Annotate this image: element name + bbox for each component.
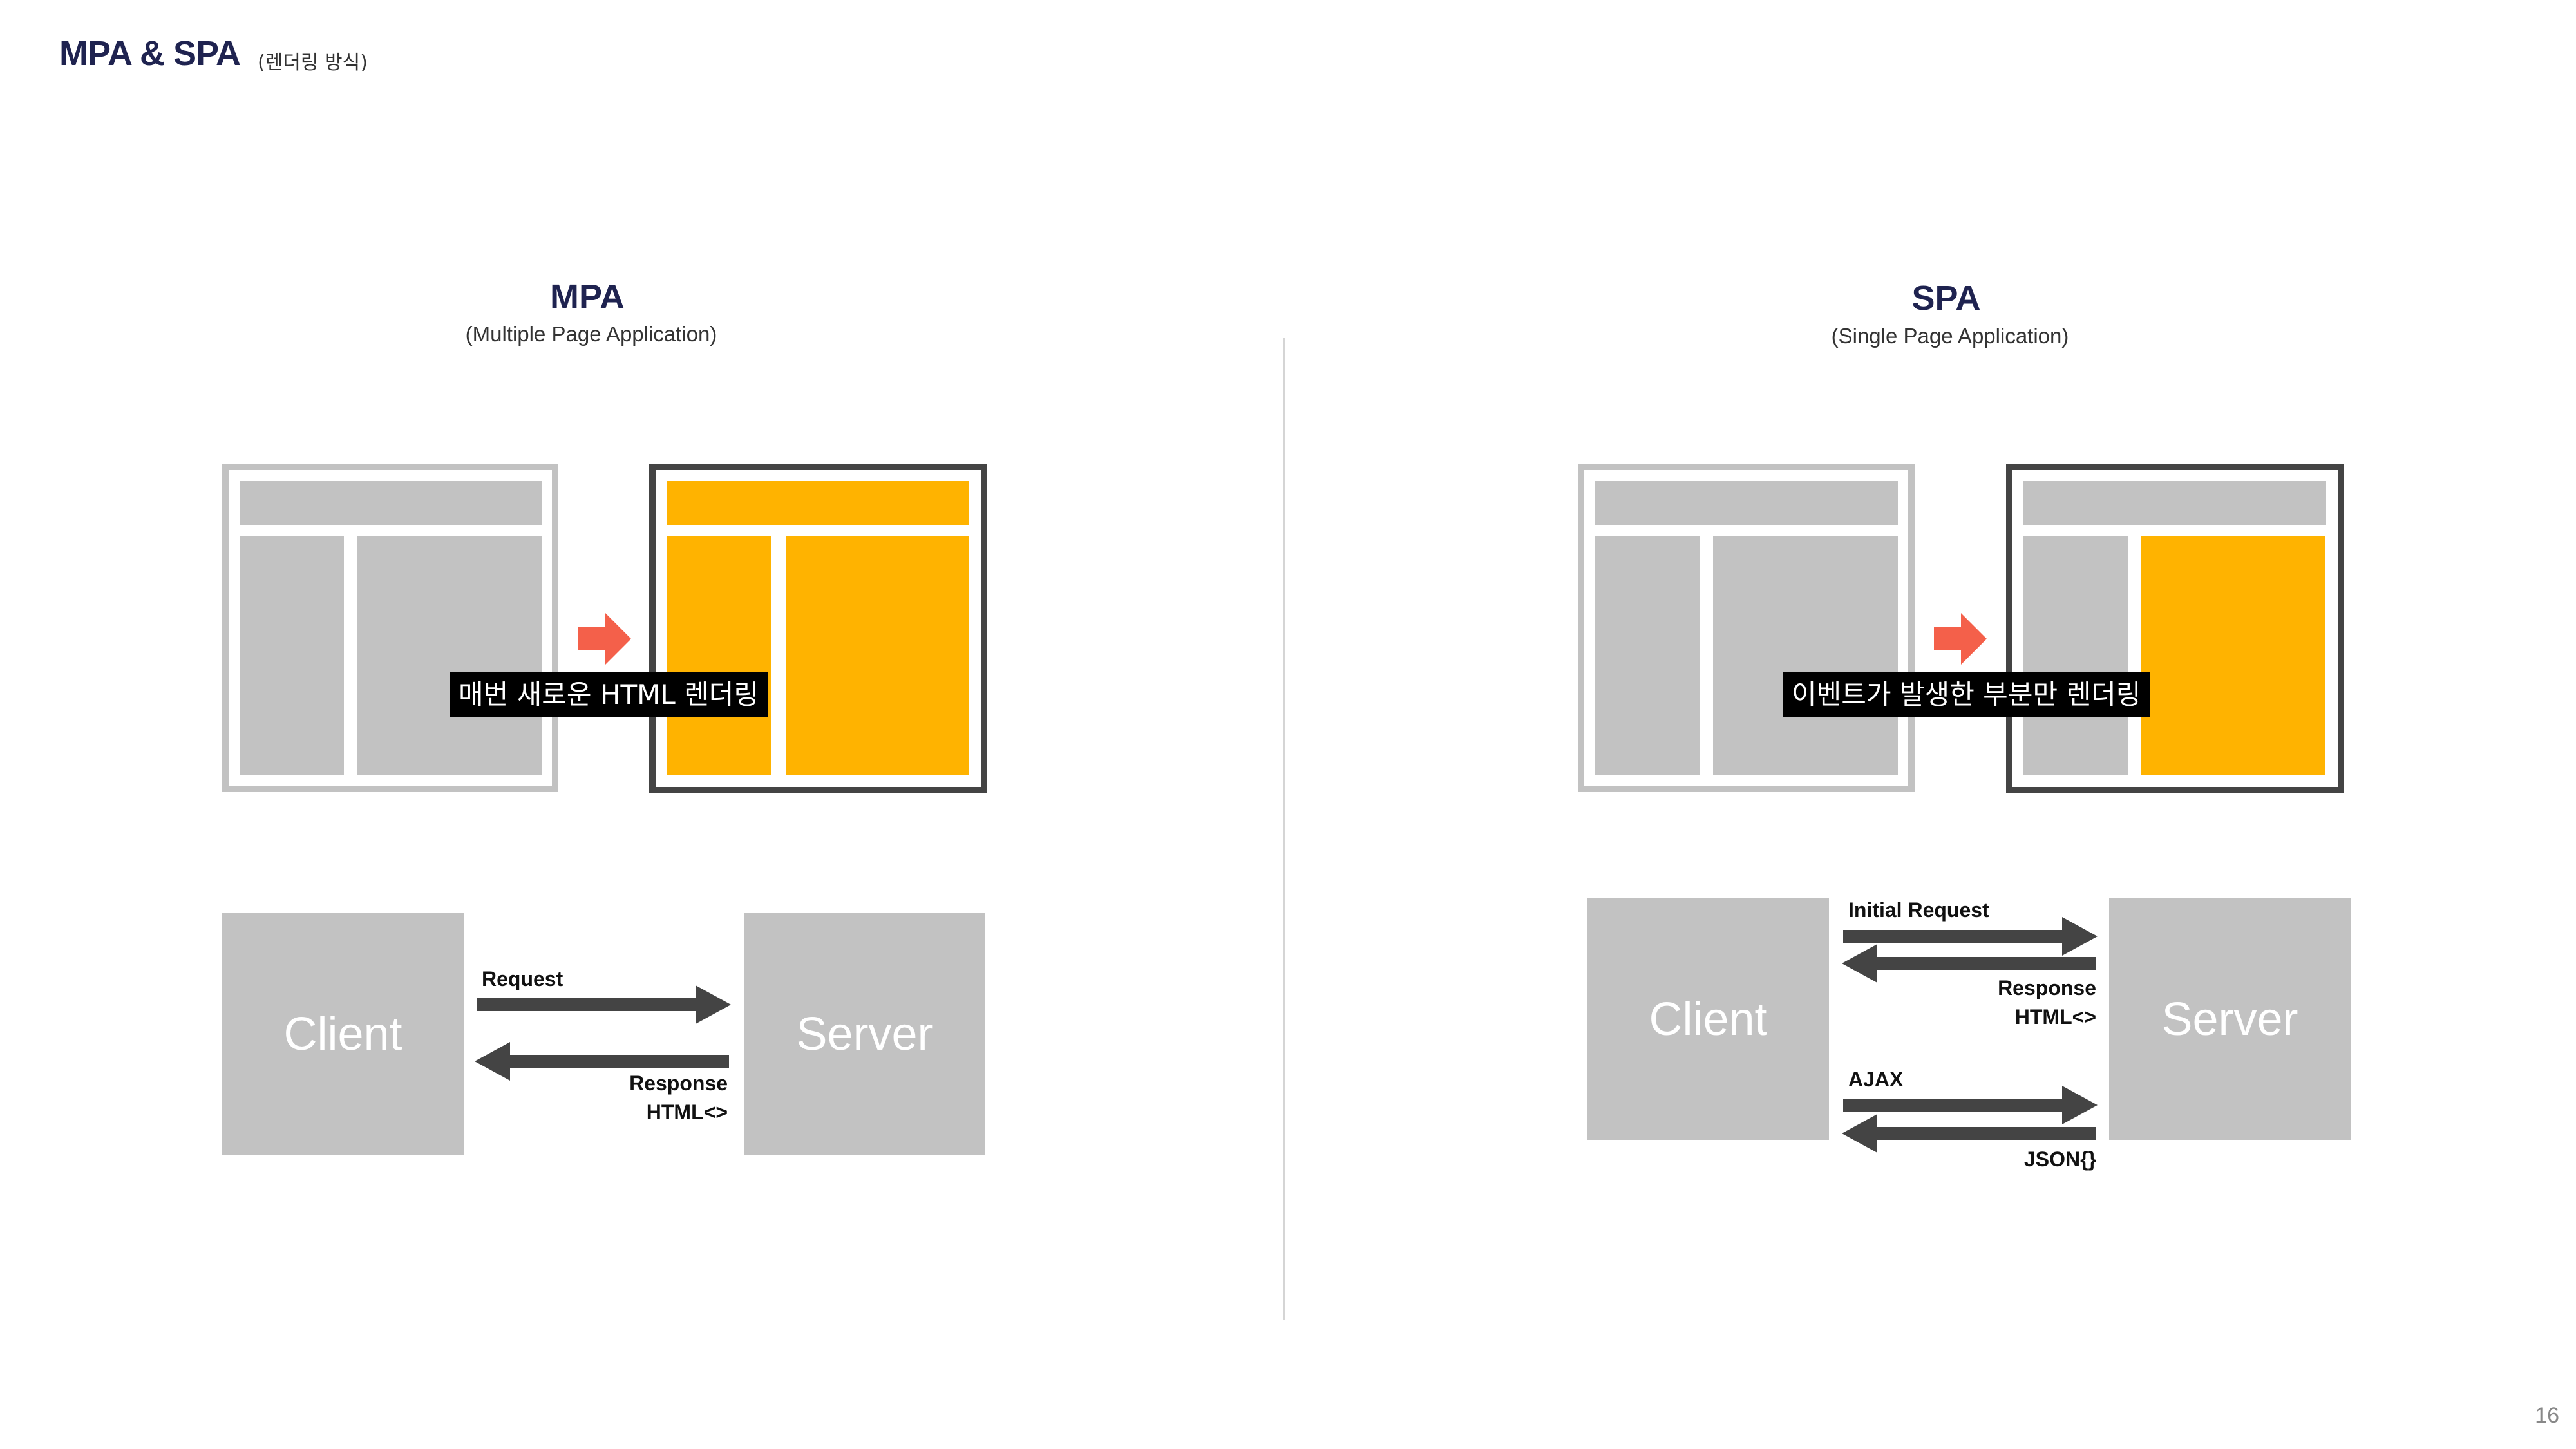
page-header-block [1595,481,1898,525]
spa-initial-request-label: Initial Request [1848,898,1989,922]
transition-arrow-icon [578,613,631,665]
mpa-response-type: HTML<> [646,1100,728,1124]
spa-page-after [2006,464,2344,793]
page-header-block [240,481,542,525]
spa-json-label: JSON{} [2023,1148,2096,1171]
mpa-response-arrow-icon [475,1042,729,1081]
mpa-client-box: Client [222,913,464,1155]
page-number: 16 [2535,1403,2559,1428]
page-content-block [357,536,542,775]
page-content-block [786,536,969,775]
spa-json-arrow-icon [1842,1114,2096,1153]
mpa-page-after [649,464,987,793]
spa-page-before [1578,464,1915,792]
mpa-response-label: Response HTML<> [599,1069,728,1127]
spa-title: SPA [1911,279,1981,317]
spa-response-label: Response HTML<> [1967,974,2096,1032]
mpa-caption: 매번 새로운 HTML 렌더링 [450,672,768,718]
spa-ajax-label: AJAX [1848,1068,1904,1091]
spa-response-type: HTML<> [2014,1005,2096,1028]
spa-initial-request-arrow-icon [1843,917,2098,956]
page-header-block [667,481,969,525]
page-sidebar-block [1595,536,1700,775]
spa-subtitle: (Single Page Application) [1831,324,2069,348]
page-sidebar-block [2023,536,2128,775]
spa-server-box: Server [2109,898,2351,1140]
spa-client-box: Client [1587,898,1829,1140]
page-subtitle: (렌더링 방식) [258,52,368,74]
spa-ajax-arrow-icon [1843,1086,2098,1124]
mpa-title: MPA [550,278,625,316]
mpa-subtitle: (Multiple Page Application) [465,322,717,346]
transition-arrow-icon [1934,613,1987,665]
mpa-server-box: Server [744,913,985,1155]
page-content-block [1713,536,1898,775]
mpa-page-before [222,464,558,792]
section-divider [1283,338,1285,1320]
spa-response-text: Response [1998,976,2096,999]
mpa-request-label: Request [482,967,564,990]
page-title: MPA & SPA [59,34,241,73]
page-sidebar-block [667,536,771,775]
spa-caption: 이벤트가 발생한 부분만 렌더링 [1783,672,2150,718]
mpa-response-text: Response [629,1072,728,1095]
page-content-block-updated [2141,536,2325,775]
page-sidebar-block [240,536,344,775]
mpa-request-arrow-icon [477,985,731,1024]
page-header-block [2023,481,2326,525]
spa-response-arrow-icon [1842,944,2096,983]
